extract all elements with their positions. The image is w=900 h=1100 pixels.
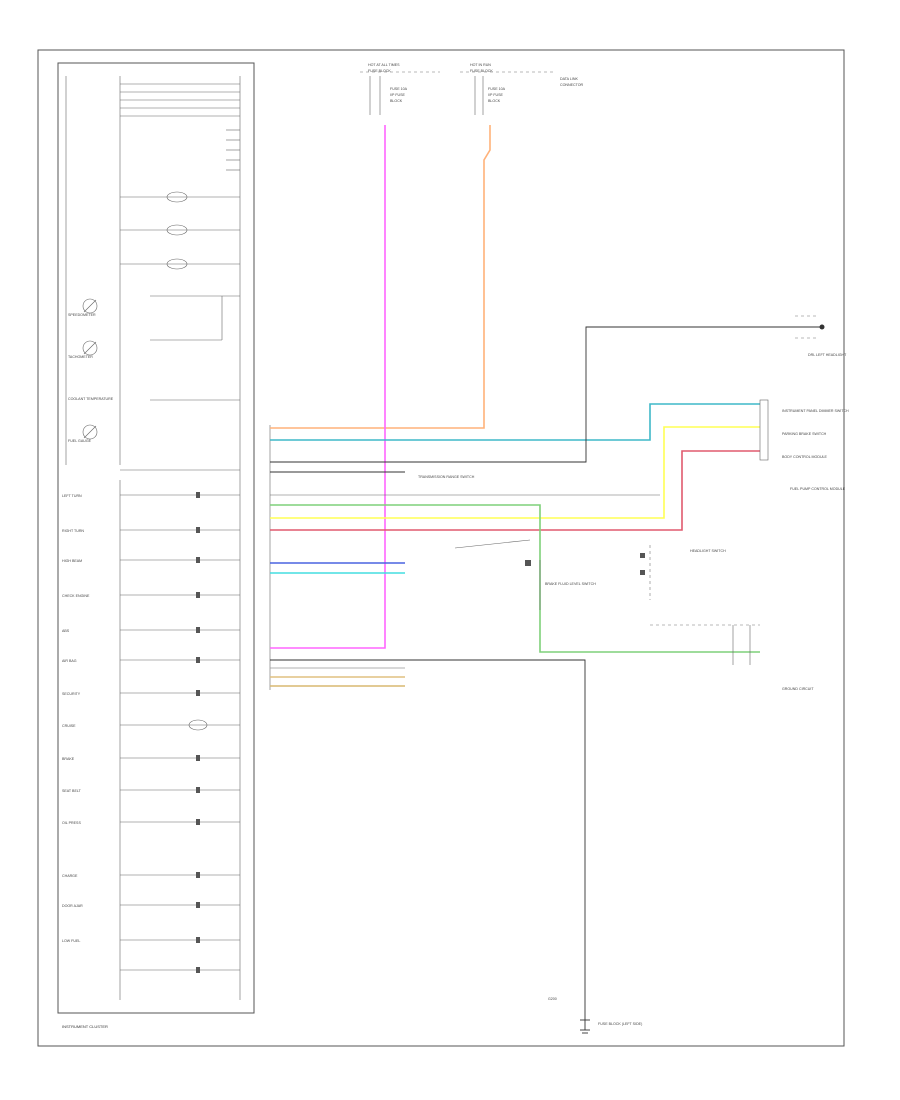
svg-text:BRAKE: BRAKE — [62, 757, 75, 761]
cluster-top-pins — [120, 83, 240, 171]
svg-text:I/P FUSE: I/P FUSE — [488, 93, 504, 97]
svg-text:I/P FUSE: I/P FUSE — [390, 93, 406, 97]
svg-text:FUEL PUMP CONTROL MODULE: FUEL PUMP CONTROL MODULE — [790, 487, 846, 491]
svg-text:ABS: ABS — [62, 629, 70, 633]
cluster-label: INSTRUMENT CLUSTER — [62, 1024, 108, 1029]
svg-text:FUSE 10A: FUSE 10A — [488, 87, 506, 91]
svg-text:DRL LEFT HEADLIGHT: DRL LEFT HEADLIGHT — [808, 353, 847, 357]
ground-label: G200 — [548, 997, 557, 1001]
svg-text:COOLANT TEMPERATURE: COOLANT TEMPERATURE — [68, 397, 114, 401]
diagram-border — [37, 49, 845, 1047]
svg-text:CRUISE: CRUISE — [62, 724, 76, 728]
svg-text:LOW FUEL: LOW FUEL — [62, 939, 80, 943]
svg-text:BLOCK: BLOCK — [488, 99, 501, 103]
top-connector-2: HOT IN RUN FUSE BLOCK FUSE 10A I/P FUSE … — [460, 63, 583, 115]
svg-text:SEAT BELT: SEAT BELT — [62, 789, 82, 793]
svg-text:SECURITY: SECURITY — [62, 692, 81, 696]
right-modules: DRL LEFT HEADLIGHT INSTRUMENT PANEL DIMM… — [418, 353, 849, 586]
svg-text:INSTRUMENT PANEL DIMMER SWITCH: INSTRUMENT PANEL DIMMER SWITCH — [782, 409, 849, 413]
svg-text:BLOCK: BLOCK — [390, 99, 403, 103]
colored-wires — [270, 125, 760, 687]
black-wires — [270, 315, 825, 1034]
svg-text:FUSE 10A: FUSE 10A — [390, 87, 408, 91]
svg-text:OIL PRESS: OIL PRESS — [62, 821, 81, 825]
svg-text:DATA LINK: DATA LINK — [560, 77, 578, 81]
svg-text:HOT IN RUN: HOT IN RUN — [470, 63, 491, 67]
wire-magenta — [270, 125, 386, 649]
svg-text:FUSE BLOCK: FUSE BLOCK — [470, 69, 493, 73]
top-connector-1: HOT AT ALL TIMES FUSE BLOCK FUSE 10A I/P… — [360, 63, 440, 115]
indicator-rows — [120, 492, 240, 973]
svg-text:AIR BAG: AIR BAG — [62, 659, 77, 663]
wire-yellow — [270, 426, 760, 519]
wire-red — [270, 450, 760, 531]
svg-text:CHECK ENGINE: CHECK ENGINE — [62, 594, 90, 598]
svg-text:SPEEDOMETER: SPEEDOMETER — [68, 313, 96, 317]
wire-orange — [270, 125, 491, 429]
cluster-lamps — [120, 191, 240, 401]
ground-caption: FUSE BLOCK (LEFT SIDE) — [598, 1022, 642, 1026]
bottom-right-caption: GROUND CIRCUIT — [782, 687, 814, 691]
indicator-labels: LEFT TURN RIGHT TURN HIGH BEAM CHECK ENG… — [62, 494, 90, 943]
svg-text:BRAKE FLUID LEVEL SWITCH: BRAKE FLUID LEVEL SWITCH — [545, 582, 596, 586]
svg-text:CHARGE: CHARGE — [62, 874, 78, 878]
svg-text:FUEL GAUGE: FUEL GAUGE — [68, 439, 92, 443]
svg-text:PARKING BRAKE SWITCH: PARKING BRAKE SWITCH — [782, 432, 827, 436]
svg-text:HIGH BEAM: HIGH BEAM — [62, 559, 82, 563]
svg-text:CONNECTOR: CONNECTOR — [560, 83, 583, 87]
mid-modules — [454, 539, 760, 665]
svg-text:BODY CONTROL MODULE: BODY CONTROL MODULE — [782, 455, 828, 459]
svg-text:FUSE BLOCK: FUSE BLOCK — [368, 69, 391, 73]
instrument-cluster-box — [57, 62, 255, 1014]
svg-text:DOOR AJAR: DOOR AJAR — [62, 904, 83, 908]
gauge-symbols — [82, 298, 98, 440]
svg-text:LEFT TURN: LEFT TURN — [62, 494, 82, 498]
svg-text:HEADLIGHT SWITCH: HEADLIGHT SWITCH — [690, 549, 726, 553]
wire-teal — [270, 403, 760, 441]
svg-text:TRANSMISSION RANGE SWITCH: TRANSMISSION RANGE SWITCH — [418, 475, 475, 479]
wire-green — [270, 504, 760, 653]
svg-text:TACHOMETER: TACHOMETER — [68, 355, 93, 359]
gauge-labels: SPEEDOMETER TACHOMETER COOLANT TEMPERATU… — [68, 313, 114, 443]
svg-text:HOT AT ALL TIMES: HOT AT ALL TIMES — [368, 63, 400, 67]
svg-text:RIGHT TURN: RIGHT TURN — [62, 529, 84, 533]
